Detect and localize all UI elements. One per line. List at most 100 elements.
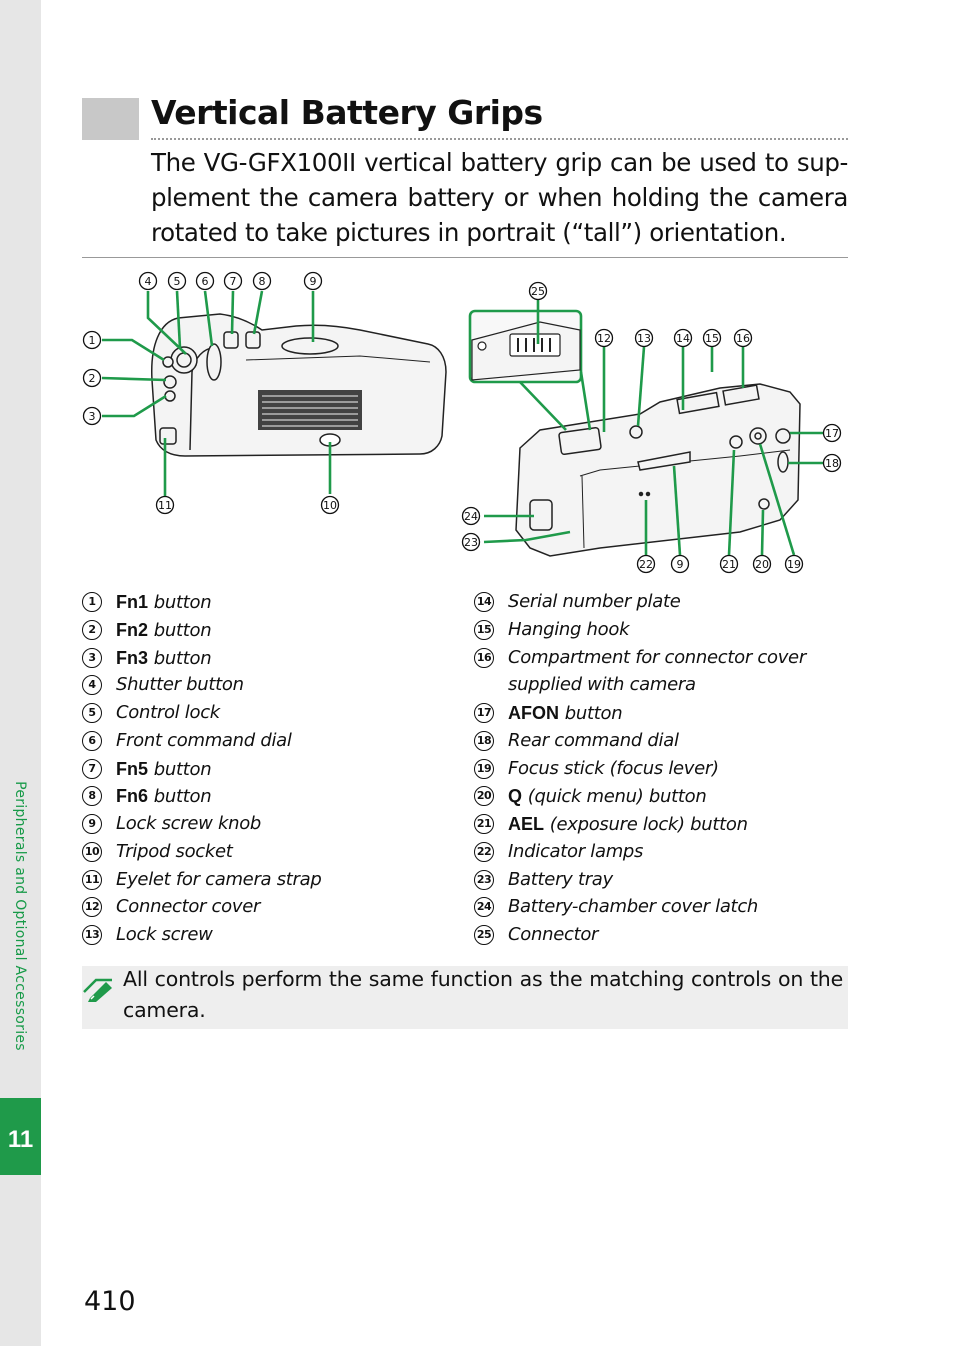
legend-description: Hanging hook: [508, 618, 630, 640]
callout-19: 19: [787, 558, 801, 571]
legend-item: 8 Fn6 button: [82, 782, 472, 810]
legend-item: 20 Q (quick menu) button: [474, 782, 864, 810]
legend-control-name: Fn1: [116, 592, 149, 612]
right-callout-badges: 25 12 13 14 15 16 17 18 24 23 22 9 21 20…: [461, 281, 842, 574]
legend-item: 14 Serial number plate: [474, 588, 864, 616]
legend-number-badge: 7: [82, 758, 102, 779]
legend-number-badge: 21: [474, 814, 494, 834]
callout-11: 11: [158, 499, 172, 512]
legend-item: 25 Connector: [474, 921, 864, 949]
legend-item: 9 Lock screw knob: [82, 810, 472, 838]
legend-number-badge: 22: [474, 841, 494, 862]
legend-number-badge: 18: [474, 730, 494, 751]
legend-number-badge: 16: [474, 647, 494, 668]
page-number: 410: [84, 1286, 136, 1317]
callout-17: 17: [825, 427, 839, 440]
callout-16: 16: [736, 332, 750, 345]
legend-description: Connector: [508, 924, 599, 945]
legend-number-badge: 15: [474, 619, 494, 640]
chapter-tab[interactable]: 11: [0, 1098, 41, 1175]
grip-front-view: [151, 313, 447, 457]
callout-9: 9: [310, 275, 317, 288]
legend-control-name: Fn2: [116, 619, 149, 640]
legend-description: Indicator lamps: [508, 840, 644, 862]
battery-grip-illustration: 4 5 6 7 8 9 1 2 3 11 10: [82, 271, 842, 574]
callout-6: 6: [202, 275, 209, 288]
callout-3: 3: [89, 410, 96, 423]
legend-number-badge: 25: [474, 925, 494, 945]
legend-description: Battery tray: [508, 868, 613, 890]
legend-number-badge: 14: [474, 592, 494, 612]
legend-item: 13 Lock screw: [82, 921, 472, 949]
legend-number-badge: 20: [474, 786, 494, 807]
callout-20: 20: [755, 558, 769, 571]
legend-number-badge: 13: [82, 925, 102, 945]
callout-1: 1: [89, 334, 96, 347]
legend-description: button: [153, 592, 212, 613]
callout-10: 10: [323, 499, 337, 512]
legend-description: Serial number plate: [508, 591, 681, 612]
legend-item: 11 Eyelet for camera strap: [82, 866, 472, 894]
intro-paragraph: The VG-GFX100II vertical battery grip ca…: [151, 148, 848, 247]
section-divider: [82, 257, 848, 258]
legend-number-badge: 24: [474, 897, 494, 918]
note-pencil-icon: [83, 978, 112, 1002]
legend-description: Lock screw: [116, 924, 213, 945]
legend-control-name: Q: [508, 786, 523, 807]
legend-control-name: AFON: [508, 703, 559, 723]
legend-control-name: Fn3: [116, 647, 149, 668]
legend-description: Front command dial: [116, 729, 292, 751]
legend-description: Eyelet for camera strap: [116, 868, 322, 890]
right-callout-lines: [483, 300, 823, 556]
legend-item: 23 Battery tray: [474, 866, 864, 894]
legend-description: Lock screw knob: [116, 813, 262, 834]
legend-item: 6 Front command dial: [82, 727, 472, 755]
legend-description: Shutter button: [116, 674, 244, 696]
legend-description: (quick menu) button: [527, 786, 707, 808]
callout-18: 18: [825, 457, 839, 470]
callout-14: 14: [676, 332, 690, 345]
heading-marker: [82, 98, 139, 140]
legend-item: 10 Tripod socket: [82, 838, 472, 866]
legend-description: button: [153, 619, 212, 641]
legend-item: 15 Hanging hook: [474, 616, 864, 644]
legend-number-badge: 9: [82, 814, 102, 834]
legend-number-badge: 17: [474, 703, 494, 723]
callout-21: 21: [722, 558, 736, 571]
callout-2: 2: [89, 372, 96, 385]
callout-12: 12: [597, 332, 611, 345]
legend-number-badge: 1: [82, 592, 102, 612]
legend-number-badge: 10: [82, 841, 102, 862]
legend-description: button: [153, 786, 212, 808]
legend-control-name: AEL: [508, 814, 544, 834]
legend-number-badge: 11: [82, 869, 102, 890]
callout-13: 13: [637, 332, 651, 345]
legend-item: 17 AFON button: [474, 699, 864, 727]
legend-number-badge: 3: [82, 647, 102, 668]
legend-number-badge: 8: [82, 786, 102, 807]
legend-number-badge: 6: [82, 730, 102, 751]
legend-description: button: [153, 758, 212, 780]
legend-description: Tripod socket: [116, 840, 233, 862]
legend-description: button: [564, 703, 623, 724]
note-box: [82, 966, 848, 1029]
left-callout-lines: [101, 290, 332, 496]
legend-description: Focus stick (focus lever): [508, 757, 719, 779]
legend-control-name: Fn6: [116, 786, 149, 807]
legend-description: Control lock: [116, 702, 220, 723]
callout-4: 4: [145, 275, 152, 288]
callout-23: 23: [464, 536, 478, 549]
legend-number-badge: 23: [474, 869, 494, 890]
legend-number-badge: 19: [474, 758, 494, 779]
connector-inset: [468, 309, 583, 384]
